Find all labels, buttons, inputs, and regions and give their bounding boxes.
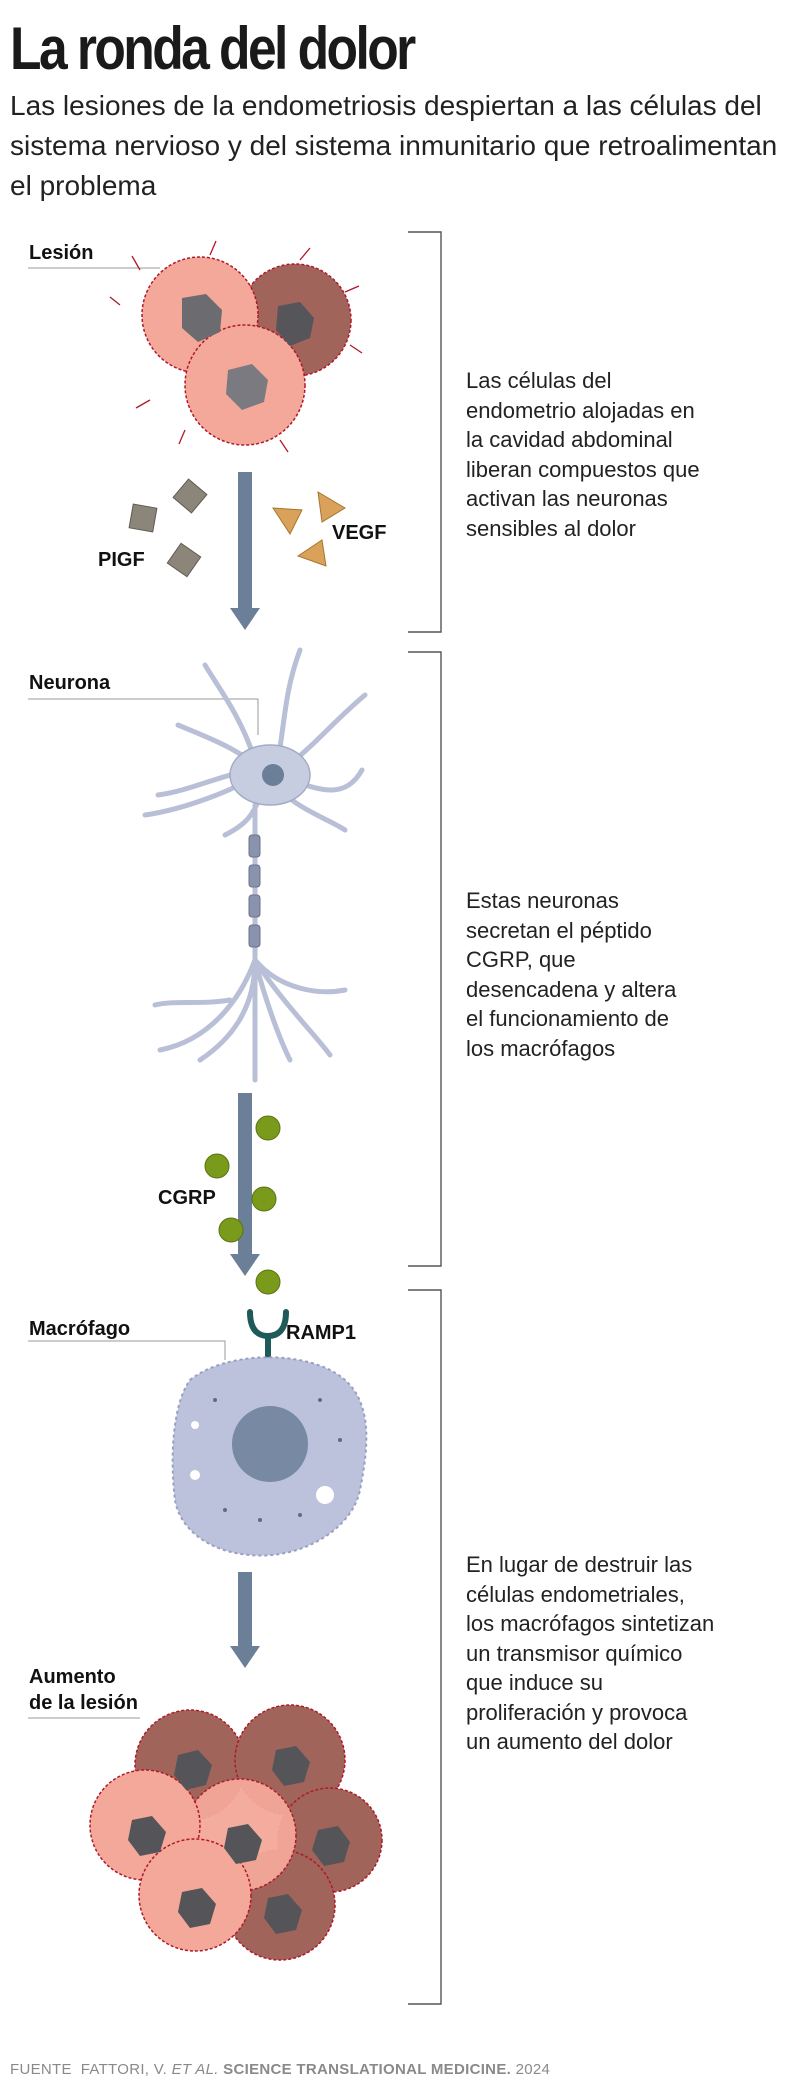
label-lesion: Lesión	[29, 242, 94, 264]
arrow-down-2	[230, 1093, 260, 1276]
label-pigf: PIGF	[98, 549, 145, 571]
macrophage	[171, 1356, 368, 1557]
grown-lesion-cells	[89, 1704, 383, 1961]
arrow-down-3	[230, 1572, 260, 1668]
arrow-down-1	[230, 472, 260, 630]
lesion-cells	[109, 240, 363, 453]
description-lesion: Las células del endometrio alojadas en l…	[466, 368, 700, 541]
label-growth-line1: Aumento	[29, 1666, 116, 1688]
source-year: 2024	[515, 2061, 551, 2078]
source-credit: FUENTE FATTORI, V. ET AL. SCIENCE TRANSL…	[10, 2061, 550, 2078]
description-neuron: Estas neuronas secretan el péptido CGRP,…	[466, 888, 677, 1061]
myelin-sheaths	[248, 834, 261, 948]
label-cgrp: CGRP	[158, 1187, 216, 1209]
neuron-nucleus	[262, 764, 284, 786]
leader-neuron	[28, 698, 259, 735]
label-macrophage: Macrófago	[29, 1318, 131, 1340]
source-etal: ET AL.	[171, 2061, 219, 2078]
label-vegf: VEGF	[332, 522, 387, 544]
label-neuron: Neurona	[29, 672, 111, 694]
bracket-neuron	[408, 651, 442, 1267]
source-author: FATTORI, V.	[80, 2061, 168, 2078]
pigf-molecules	[128, 478, 208, 578]
label-ramp1: RAMP1	[286, 1322, 357, 1344]
cgrp-molecules	[204, 1115, 281, 1295]
label-growth-line2: de la lesión	[29, 1692, 138, 1714]
bracket-macrophage	[408, 1289, 442, 2005]
bracket-lesion	[408, 231, 442, 633]
ramp1-receptor	[247, 1309, 289, 1365]
page-title: La ronda del dolor	[10, 15, 416, 82]
source-journal: SCIENCE TRANSLATIONAL MEDICINE.	[223, 2061, 512, 2078]
leader-macrophage	[28, 1340, 226, 1360]
vegf-molecules	[272, 491, 346, 567]
page-subtitle: Las lesiones de la endometriosis despier…	[10, 90, 778, 201]
description-macrophage: En lugar de destruir las células endomet…	[466, 1552, 715, 1754]
source-prefix: FUENTE	[10, 2061, 72, 2078]
